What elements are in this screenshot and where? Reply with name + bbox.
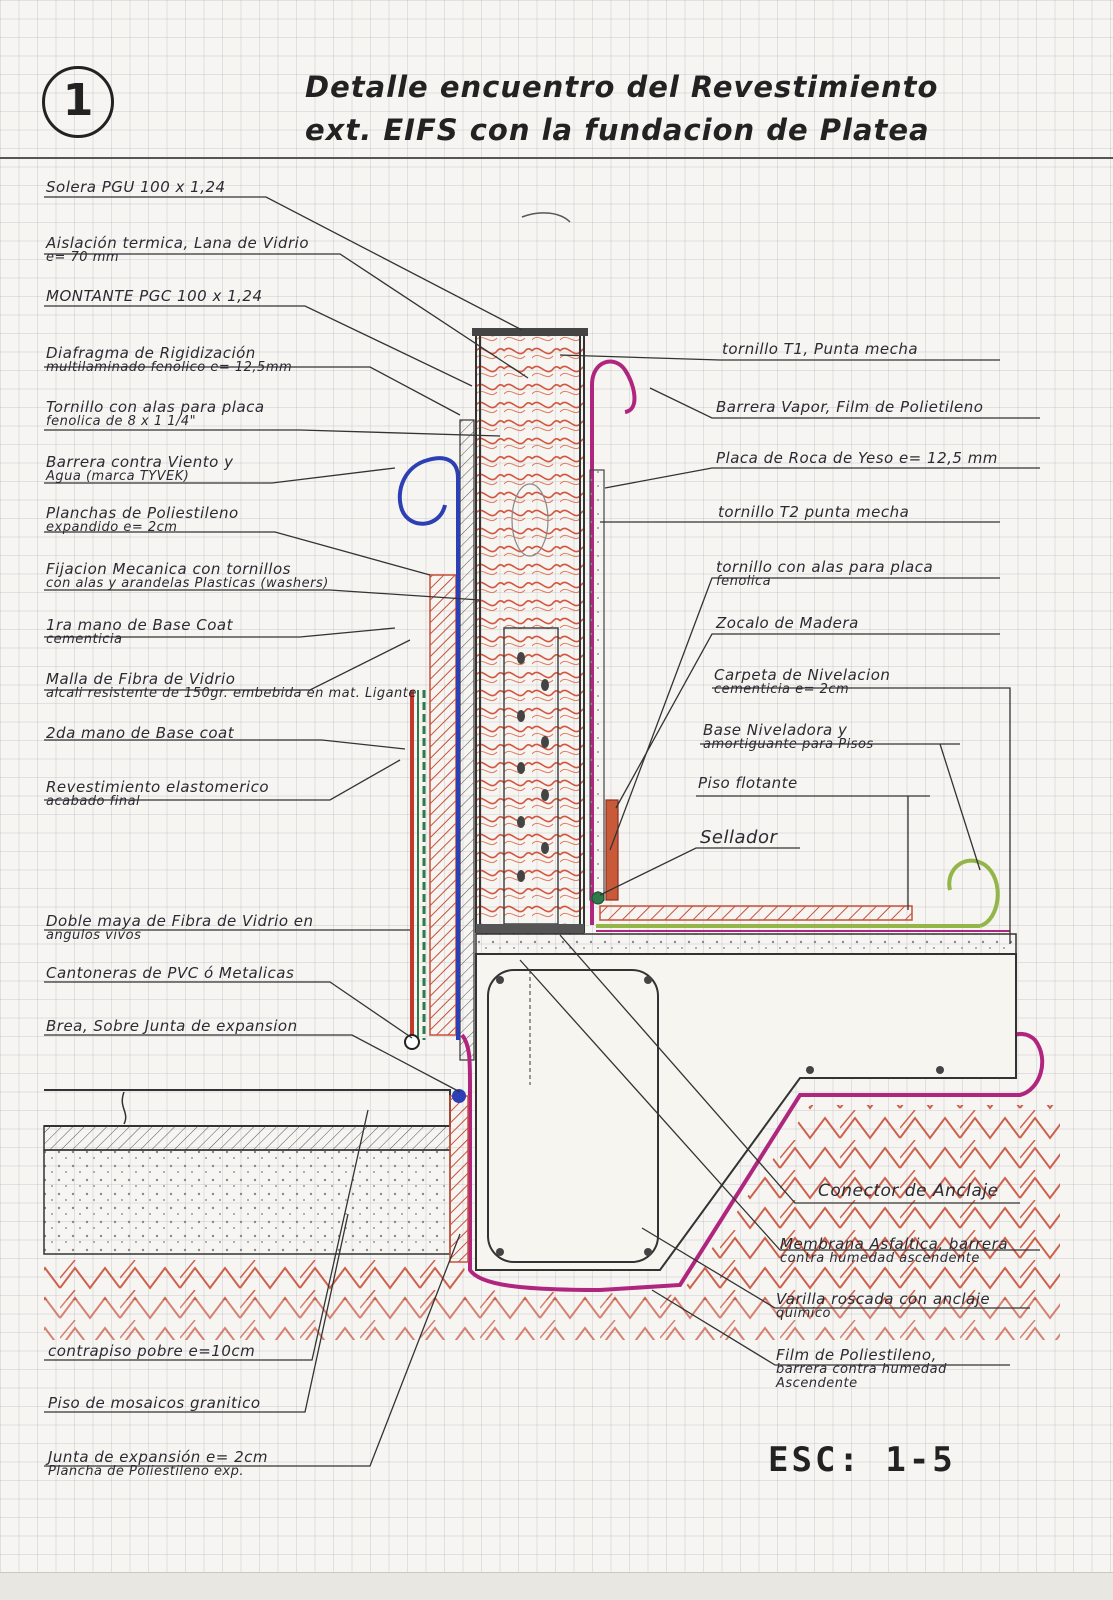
- scale-label: ESC: 1-5: [768, 1440, 956, 1480]
- label-contrapiso: contrapiso pobre e=10cm: [48, 1342, 256, 1360]
- granite-tile: [43, 1125, 451, 1151]
- left-leader-lines: [44, 196, 529, 1467]
- label-barrera-vapor: Barrera Vapor, Film de Polietileno: [716, 398, 984, 416]
- label-piso-mosaicos: Piso de mosaicos granitico: [48, 1394, 261, 1412]
- label-solera: Solera PGU 100 x 1,24: [46, 178, 226, 196]
- label-sellador: Sellador: [700, 827, 778, 848]
- eps-board: [429, 574, 457, 1036]
- floor-assembly: [475, 858, 1017, 955]
- steel-frame-wall: [472, 328, 588, 934]
- label-cantoneras: Cantoneras de PVC ó Metalicas: [46, 964, 295, 982]
- vapor-barrier-top: [590, 359, 637, 925]
- asphalt-membrane: [460, 1032, 1045, 1293]
- wood-baseboard: [605, 799, 619, 901]
- label-montante: MONTANTE PGC 100 x 1,24: [46, 287, 263, 305]
- exterior-paving: [43, 1089, 469, 1263]
- label-brea: Brea, Sobre Junta de expansion: [46, 1017, 298, 1035]
- label-film: Film de Poliestileno,barrera contra hume…: [776, 1346, 947, 1391]
- gypsum-board: [589, 469, 605, 901]
- label-zocalo: Zocalo de Madera: [716, 614, 859, 632]
- leveling-base-curl: [947, 858, 1000, 928]
- label-base-coat-2: 2da mano de Base coat: [46, 724, 235, 742]
- floating-floor: [599, 905, 913, 921]
- pvc-corner-bead: [404, 1034, 420, 1050]
- phenolic-diaphragm: [459, 419, 475, 1061]
- label-conector: Conector de Anclaje: [818, 1181, 999, 1201]
- label-placa-yeso: Placa de Roca de Yeso e= 12,5 mm: [716, 449, 998, 467]
- label-tornillo-t2: tornillo T2 punta mecha: [718, 503, 910, 521]
- rebar-stirrup: [487, 969, 659, 1263]
- right-leader-lines: [519, 354, 1040, 1366]
- label-piso-flotante: Piso flotante: [698, 774, 798, 792]
- detail-number-circle: 1: [42, 66, 114, 138]
- lean-concrete: [43, 1149, 451, 1255]
- leveling-screed: [475, 933, 1017, 955]
- eifs-layers: [404, 574, 457, 1050]
- label-tornillo-t1: tornillo T1, Punta mecha: [722, 340, 919, 358]
- title-line-2: ext. EIFS con la fundacion de Platea: [305, 113, 930, 147]
- foundation-slab: [475, 953, 1017, 1271]
- sheet-bottom-edge: [0, 1572, 1113, 1600]
- bitumen-seal: [452, 1089, 466, 1103]
- solera-top-track: [472, 328, 588, 336]
- tyvek-barrier: [397, 456, 460, 1040]
- sketch-mark: [521, 212, 571, 223]
- title-line-1: Detalle encuentro del Revestimiento: [305, 70, 939, 104]
- soil-hatch: [44, 1105, 1060, 1340]
